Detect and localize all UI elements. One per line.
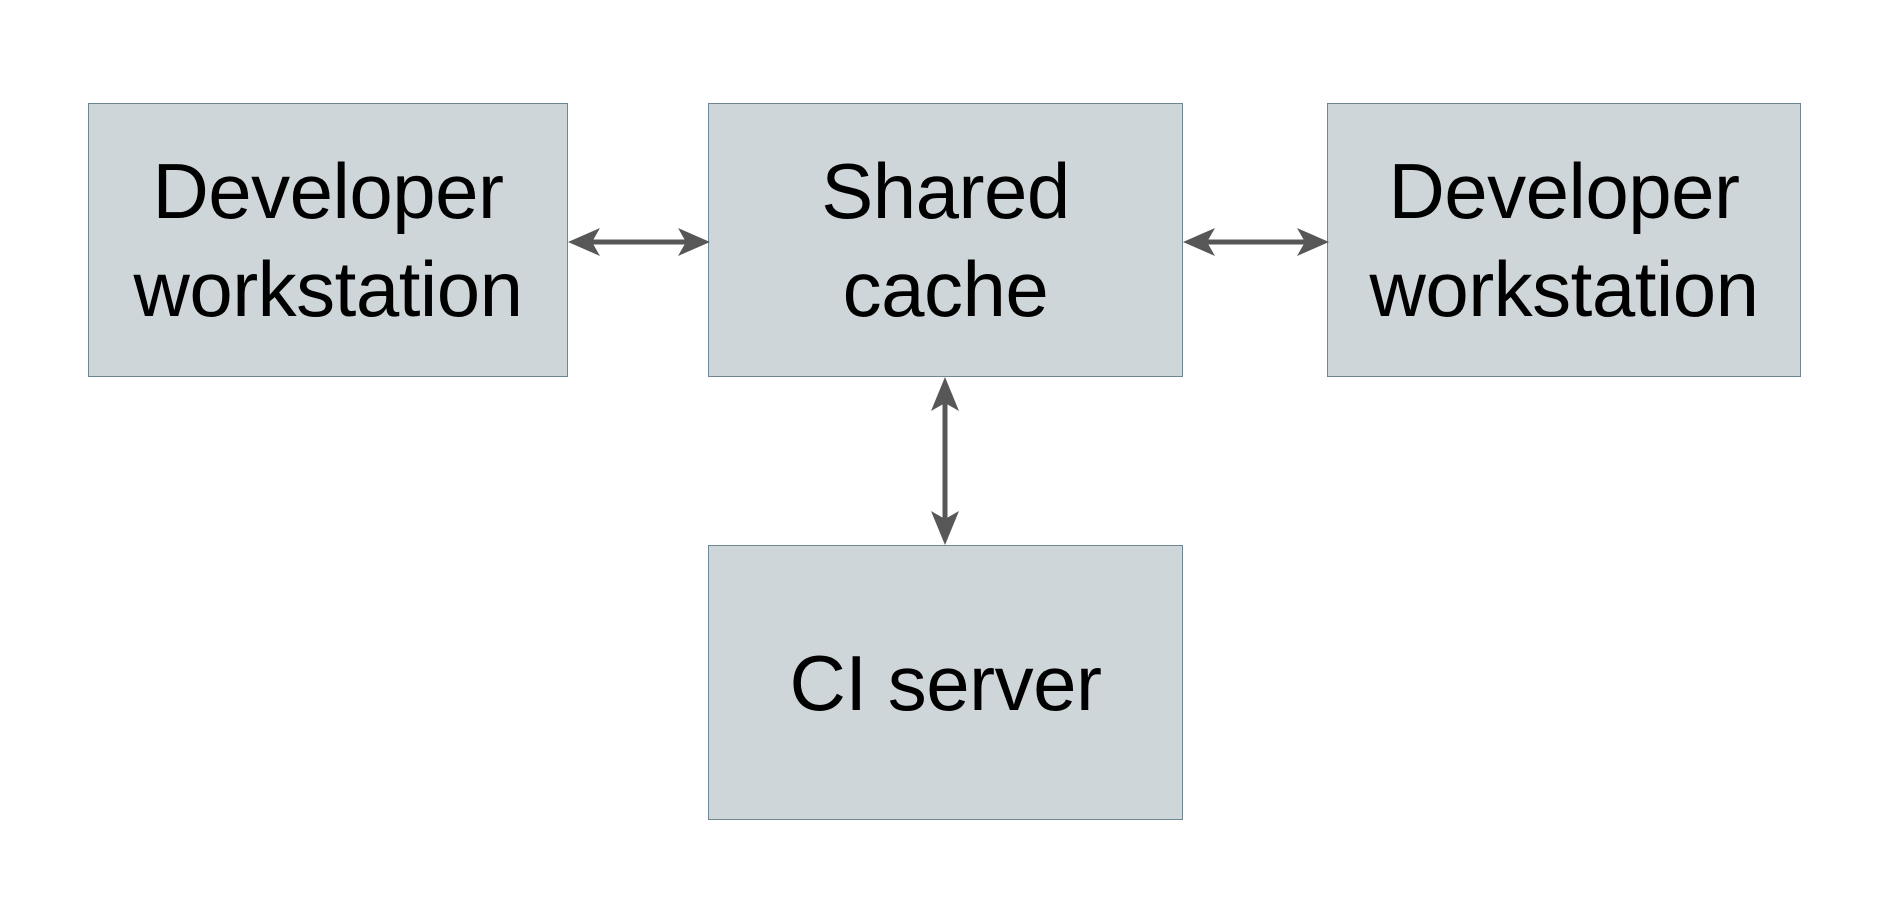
edge-dev-left-to-shared-cache (566, 212, 712, 272)
node-label: Developer workstation (1369, 147, 1760, 333)
double-arrow-horizontal-icon (568, 228, 710, 256)
node-developer-workstation-right[interactable]: Developer workstation (1327, 103, 1801, 377)
edge-shared-cache-to-ci-server (915, 375, 975, 547)
double-arrow-vertical-icon (931, 377, 959, 545)
double-arrow-horizontal-icon (1183, 228, 1329, 256)
node-developer-workstation-left[interactable]: Developer workstation (88, 103, 568, 377)
edge-shared-cache-to-dev-right (1181, 212, 1331, 272)
node-ci-server[interactable]: CI server (708, 545, 1183, 820)
node-label: Shared cache (821, 147, 1070, 333)
node-label: Developer workstation (133, 147, 524, 333)
node-shared-cache[interactable]: Shared cache (708, 103, 1183, 377)
node-label: CI server (789, 638, 1102, 727)
